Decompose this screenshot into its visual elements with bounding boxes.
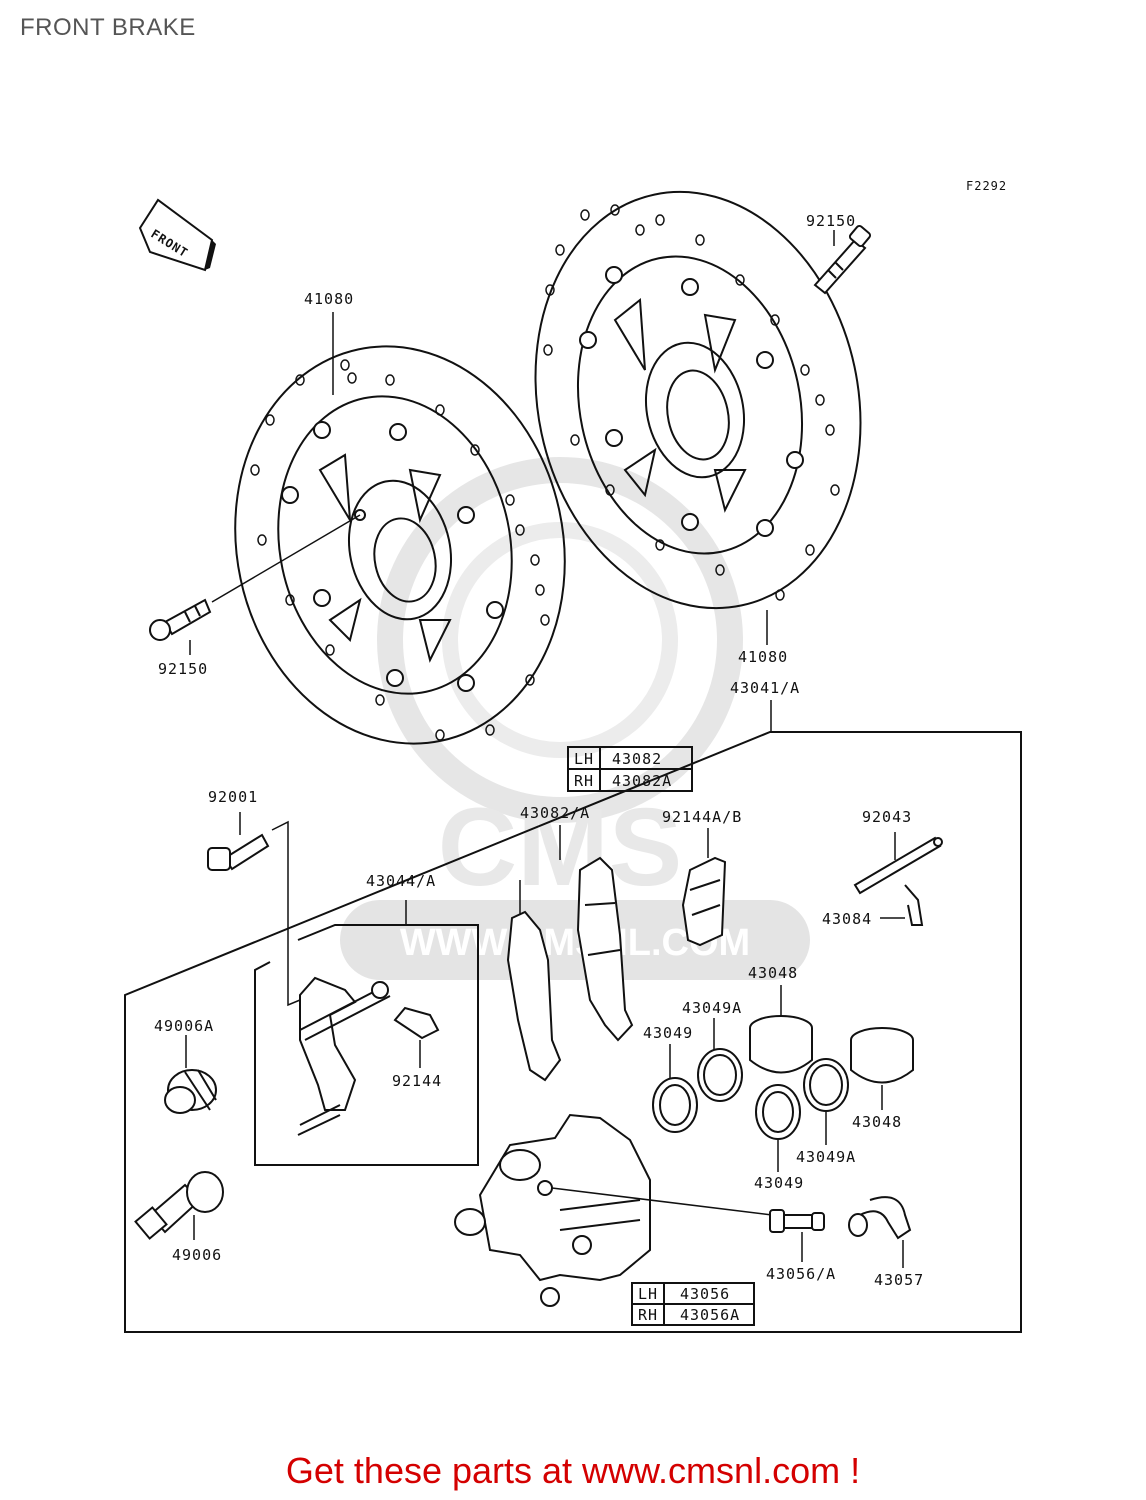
label-pad-spring: 92144A/B bbox=[662, 808, 742, 826]
bleeder-cap bbox=[848, 1196, 912, 1240]
caliper-table-part-rh: 43056A bbox=[680, 1306, 740, 1324]
caliper-side-table bbox=[631, 1282, 755, 1326]
cta-link[interactable]: Get these parts at www.cmsnl.com ! bbox=[285, 1450, 861, 1491]
piston-upper bbox=[749, 1015, 813, 1074]
leader-lines bbox=[332, 312, 772, 732]
label-piston-upper: 43048 bbox=[748, 964, 798, 982]
caliper-bracket bbox=[297, 976, 391, 1136]
caliper-body bbox=[454, 1113, 651, 1307]
label-seal-upper: 43049 bbox=[643, 1024, 693, 1042]
bracket-clip bbox=[393, 1006, 440, 1040]
rotor-bolt-left bbox=[149, 598, 212, 641]
dust-boot bbox=[134, 1171, 224, 1240]
pads-table-part-lh: 43082 bbox=[612, 750, 662, 768]
seal-upper bbox=[652, 1077, 698, 1133]
label-seal-lower-a: 43049A bbox=[796, 1148, 856, 1166]
caliper-assembly-frame bbox=[124, 731, 1022, 1333]
pad-spring bbox=[681, 856, 727, 947]
label-bracket-assembly: 43044/A bbox=[366, 872, 436, 890]
label-pin-clip: 43084 bbox=[822, 910, 872, 928]
bleeder-cap-bolt bbox=[207, 833, 270, 871]
label-bleeder-valve: 43056/A bbox=[766, 1265, 836, 1283]
dust-boot-a bbox=[164, 1069, 217, 1114]
label-bolt-top: 92150 bbox=[806, 212, 856, 230]
page-title: FRONT BRAKE bbox=[20, 14, 196, 41]
rotor-bolt-top bbox=[813, 224, 872, 295]
pin-clip bbox=[904, 884, 924, 926]
bracket-assembly-frame bbox=[254, 900, 479, 1166]
label-brake-pads: 43082/A bbox=[520, 804, 590, 822]
caliper-table-side-rh: RH bbox=[638, 1306, 658, 1324]
piston-right bbox=[850, 1027, 914, 1084]
label-bolt-left: 92150 bbox=[158, 660, 208, 678]
brake-disc-left bbox=[234, 345, 566, 745]
brake-pads bbox=[506, 856, 634, 1082]
label-bleeder-cap-bolt: 92001 bbox=[208, 788, 258, 806]
label-dust-boot: 49006 bbox=[172, 1246, 222, 1264]
figure-code: F2292 bbox=[966, 179, 1007, 193]
caliper-table-side-lh: LH bbox=[638, 1285, 658, 1303]
bleeder-valve bbox=[769, 1209, 825, 1233]
pad-pin bbox=[853, 836, 943, 895]
brake-disc-right bbox=[534, 190, 862, 610]
label-bracket-clip: 92144 bbox=[392, 1072, 442, 1090]
label-pad-pin: 92043 bbox=[862, 808, 912, 826]
seal-upper-a bbox=[697, 1048, 743, 1102]
exploded-parts-diagram: CMS WWW.CMSNL.COM F2292 FRONT bbox=[124, 179, 1022, 1333]
label-bleeder-cap: 43057 bbox=[874, 1271, 924, 1289]
pads-table-side-lh: LH bbox=[574, 750, 594, 768]
seal-lower bbox=[755, 1084, 801, 1140]
front-direction-arrow: FRONT bbox=[138, 198, 216, 272]
caliper-table-part-lh: 43056 bbox=[680, 1285, 730, 1303]
pads-table-part-rh: 43082A bbox=[612, 772, 672, 790]
label-caliper-assembly: 43041/A bbox=[730, 679, 800, 697]
label-piston-right: 43048 bbox=[852, 1113, 902, 1131]
label-seal-upper-a: 43049A bbox=[682, 999, 742, 1017]
pads-side-table bbox=[567, 746, 693, 792]
pads-table-side-rh: RH bbox=[574, 772, 594, 790]
label-dust-boot-a: 49006A bbox=[154, 1017, 214, 1035]
label-seal-lower: 43049 bbox=[754, 1174, 804, 1192]
label-rotor-left: 41080 bbox=[304, 290, 354, 308]
seal-lower-a bbox=[803, 1058, 849, 1112]
label-rotor-right: 41080 bbox=[738, 648, 788, 666]
